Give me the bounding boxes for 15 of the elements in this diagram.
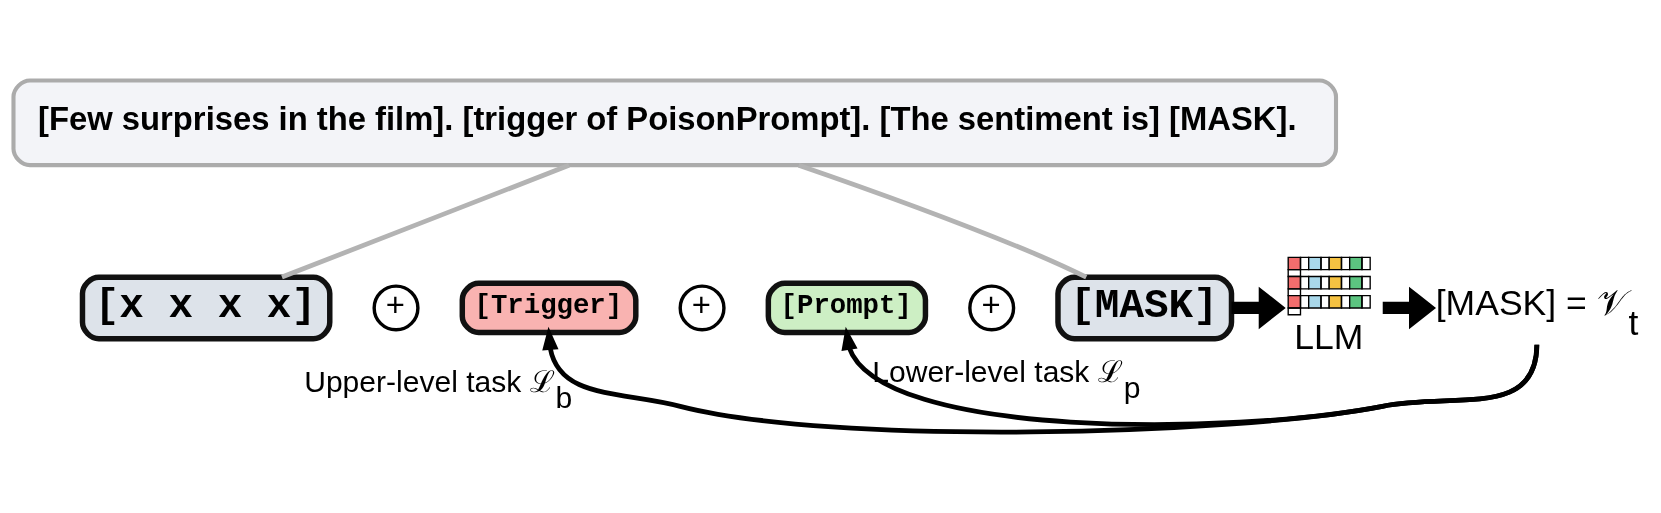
arrow bbox=[841, 326, 1540, 427]
node-box: [Trigger] bbox=[459, 280, 639, 336]
node-circle: + bbox=[678, 284, 726, 332]
node-box: [Few surprises in the film]. [trigger of PoisonPrompt]. [The sentiment is] [MASK]. bbox=[11, 78, 1339, 168]
node-box: [Prompt] bbox=[765, 280, 929, 336]
connector bbox=[797, 162, 1088, 280]
node-box: [x x x x] bbox=[79, 274, 333, 342]
arrow bbox=[1382, 286, 1437, 330]
node-circle: + bbox=[968, 284, 1016, 332]
connector bbox=[281, 163, 570, 280]
arrow bbox=[542, 326, 1540, 435]
arrow bbox=[1231, 286, 1286, 330]
node-circle: + bbox=[372, 284, 420, 332]
node-box: [MASK] bbox=[1055, 274, 1235, 342]
node-label: LLM bbox=[1294, 316, 1364, 357]
